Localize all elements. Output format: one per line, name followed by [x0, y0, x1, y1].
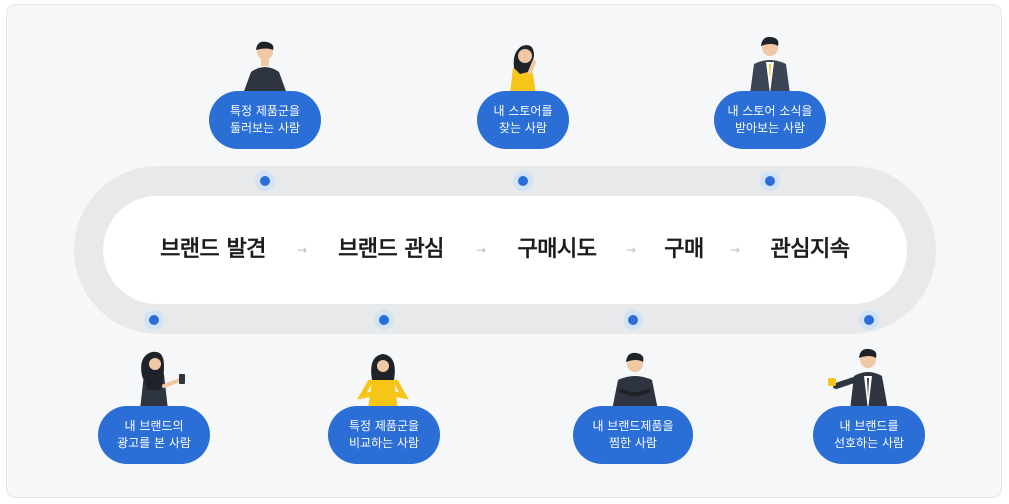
persona-line: 찾는 사람	[499, 121, 547, 135]
connector-dot	[623, 310, 643, 330]
persona-comparing-bubble: 특정 제품군을 비교하는 사람	[328, 406, 440, 464]
persona-following-bubble: 내 스토어 소식을 받아보는 사람	[714, 91, 826, 149]
persona-line: 찜한 사람	[609, 436, 657, 450]
connector-dot	[255, 171, 275, 191]
person-phone-icon	[140, 351, 185, 410]
arrow-icon: →	[729, 243, 741, 257]
persona-line: 선호하는 사람	[833, 436, 905, 450]
persona-line: 내 브랜드제품을	[592, 419, 674, 433]
connector-dot	[859, 310, 879, 330]
arrow-icon: →	[475, 243, 487, 257]
persona-line: 내 스토어를	[493, 104, 553, 118]
person-browsing-icon	[243, 41, 287, 94]
persona-line: 둘러보는 사람	[229, 121, 301, 135]
stage-row: 브랜드 발견 → 브랜드 관심 → 구매시도 → 구매 → 관심지속	[103, 196, 907, 304]
arrow-icon: →	[625, 243, 637, 257]
persona-line: 비교하는 사람	[348, 436, 420, 450]
persona-favorite-bubble: 내 브랜드를 선호하는 사람	[813, 406, 925, 464]
connector-dot	[144, 310, 164, 330]
person-wishlist-icon	[612, 352, 658, 410]
persona-line: 광고를 본 사람	[117, 436, 191, 450]
persona-wishlist-bubble: 내 브랜드제품을 찜한 사람	[573, 406, 693, 464]
stage-purchase: 구매	[664, 237, 704, 262]
stage-brand-discovery: 브랜드 발견	[160, 237, 266, 262]
journey-track-inner	[103, 196, 907, 304]
connector-dot	[760, 171, 780, 191]
persona-ad-viewer-bubble: 내 브랜드의 광고를 본 사람	[98, 406, 210, 464]
persona-line: 내 브랜드를	[839, 419, 899, 433]
persona-line: 내 브랜드의	[124, 419, 184, 433]
arrow-icon: →	[296, 243, 308, 257]
persona-browsing-bubble: 특정 제품군을 둘러보는 사람	[209, 91, 321, 149]
stage-purchase-attempt: 구매시도	[517, 237, 597, 262]
person-following-icon	[750, 36, 790, 94]
person-searching-icon	[510, 45, 536, 94]
stage-continued-interest: 관심지속	[770, 237, 850, 262]
persona-line: 특정 제품군을	[348, 419, 420, 433]
connector-dot	[513, 171, 533, 191]
persona-searching-bubble: 내 스토어를 찾는 사람	[477, 91, 569, 149]
stage-brand-interest: 브랜드 관심	[338, 237, 444, 262]
persona-line: 내 스토어 소식을	[727, 104, 813, 118]
person-favorite-icon	[828, 348, 888, 410]
person-comparing-icon	[357, 354, 409, 410]
connector-dot	[374, 310, 394, 330]
persona-line: 특정 제품군을	[229, 104, 301, 118]
persona-line: 받아보는 사람	[734, 121, 806, 135]
